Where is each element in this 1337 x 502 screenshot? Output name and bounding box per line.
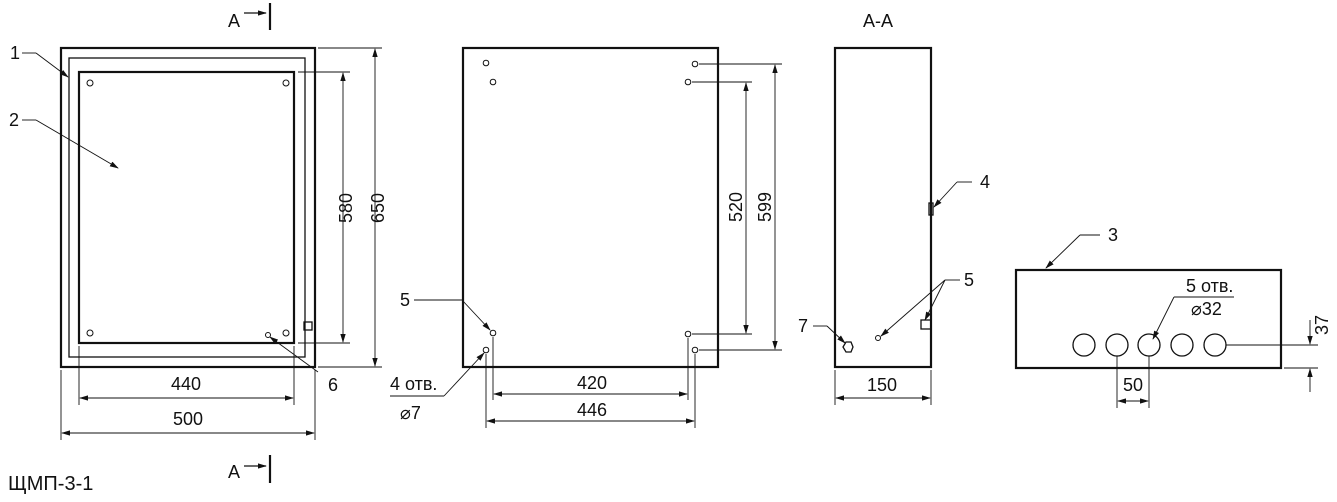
back-width-a: 420: [577, 373, 607, 393]
mount-hole: [86, 329, 94, 337]
mount-hole: [691, 346, 699, 354]
section-marker-label: A: [228, 11, 240, 31]
mount-hole: [489, 78, 497, 86]
cable-gland: [842, 341, 854, 353]
callout-2: 2: [9, 110, 19, 130]
mount-hole: [282, 329, 290, 337]
front-inner-panel: [77, 70, 296, 345]
back-height-b: 599: [755, 192, 775, 222]
cable-entry-hole: [1170, 333, 1194, 357]
mount-hole: [691, 60, 699, 68]
bottom-pitch: 50: [1123, 375, 1143, 395]
bottom-view: 3 5 отв. ⌀32 50 37: [1014, 225, 1332, 408]
side-hinge: [928, 202, 934, 216]
front-door-frame: [68, 57, 306, 358]
bottom-holes-diameter: ⌀32: [1191, 299, 1222, 319]
cable-entry-hole: [1072, 333, 1096, 357]
callout-4: 4: [980, 172, 990, 192]
back-view: 5 4 отв. ⌀7 520 599 420 446: [390, 46, 782, 428]
ground-bolt: [265, 332, 271, 338]
front-width-outer: 500: [173, 409, 203, 429]
front-width-inner: 440: [171, 374, 201, 394]
mount-hole: [489, 329, 497, 337]
cable-entry-hole: [1203, 333, 1227, 357]
mount-hole: [482, 59, 490, 67]
cable-entry-hole: [1137, 333, 1161, 357]
back-panel: [461, 46, 720, 369]
callout-3: 3: [1108, 225, 1118, 245]
mount-hole: [684, 78, 692, 86]
mount-hole: [282, 79, 290, 87]
side-body: [833, 46, 933, 369]
back-width-b: 446: [577, 400, 607, 420]
side-view: А-А 4 5 7 150: [798, 11, 990, 405]
callout-5: 5: [400, 290, 410, 310]
front-height-outer: 650: [368, 193, 388, 223]
bottom-holes-label: 5 отв.: [1186, 276, 1233, 296]
callout-6: 6: [328, 375, 338, 395]
section-title: А-А: [863, 11, 893, 31]
back-height-a: 520: [726, 192, 746, 222]
bottom-panel: [1014, 268, 1283, 370]
callout-1: 1: [10, 43, 20, 63]
cable-entry-hole: [1105, 333, 1129, 357]
back-holes-diameter: ⌀7: [400, 403, 421, 423]
bottom-offset: 37: [1312, 315, 1332, 335]
front-height-inner: 580: [336, 193, 356, 223]
mount-hole: [86, 79, 94, 87]
mount-hole: [684, 330, 692, 338]
callout-7: 7: [798, 316, 808, 336]
side-depth: 150: [867, 375, 897, 395]
section-marker-top: A: [228, 3, 272, 31]
section-marker-label: A: [228, 462, 240, 482]
callout-5: 5: [964, 270, 974, 290]
side-lock: [920, 319, 932, 330]
section-marker-bottom: A: [228, 455, 272, 483]
mount-hole: [482, 346, 490, 354]
front-outer-frame: [59, 46, 317, 369]
door-lock: [303, 321, 313, 331]
back-holes-label: 4 отв.: [390, 374, 437, 394]
front-view: 1 2 6 580 650 440 500: [9, 43, 388, 440]
drawing-title: ЩМП-3-1: [8, 473, 93, 495]
side-hole: [875, 335, 881, 341]
